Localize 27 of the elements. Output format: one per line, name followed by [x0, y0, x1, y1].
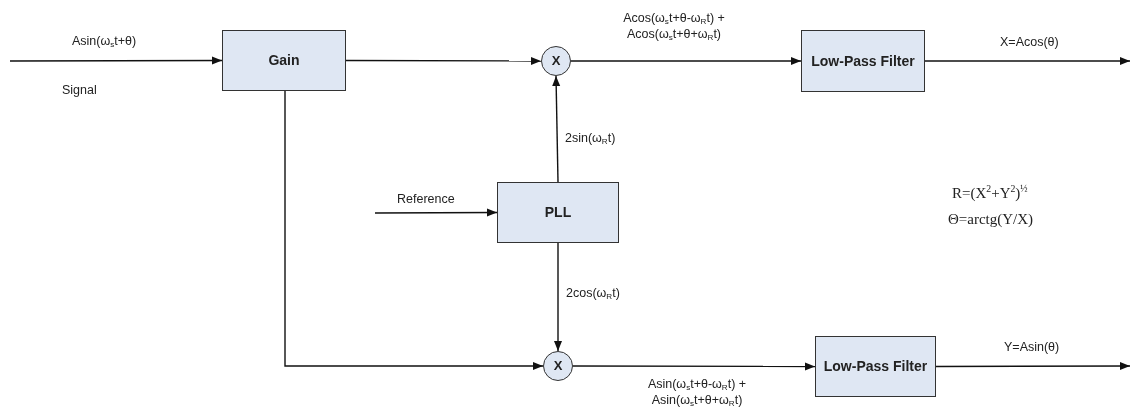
- signal-label: Signal: [62, 82, 97, 99]
- formula-text: R=(X$^{2}$+Y$^{2}$)$^{½}$: [952, 184, 1028, 203]
- arrow: [924, 57, 1131, 65]
- formula-text: Θ=arctg(Y/X): [948, 210, 1034, 229]
- edge-label: 2sin(ω$_{R}$t): [565, 130, 616, 147]
- arrow: [374, 208, 498, 217]
- edge-label: Reference: [397, 191, 455, 208]
- mixer-circle: X: [541, 46, 571, 76]
- edge-label: 2cos(ω$_{R}$t): [566, 285, 620, 302]
- mixer-circle: X: [543, 351, 573, 381]
- arrow: [572, 362, 816, 371]
- edge-label: Acos(ω$_{s}$t+θ-ω$_{R}$t) + Acos(ω$_{s}$t+θ+ω$_{R}$t): [622, 10, 726, 43]
- process-box: Gain: [222, 30, 346, 91]
- edge-label: Y=Asin(θ): [1004, 339, 1060, 356]
- arrow: [284, 90, 544, 370]
- process-box: Low-Pass Filter: [801, 30, 925, 92]
- arrow: [570, 57, 802, 65]
- arrow: [9, 56, 223, 65]
- arrow: [552, 75, 561, 183]
- edge-label: Asin(ω$_{s}$t+θ): [72, 33, 137, 50]
- arrow: [345, 56, 542, 65]
- process-box: PLL: [497, 182, 619, 243]
- arrow: [554, 242, 562, 352]
- arrow: [935, 362, 1131, 371]
- edge-label: X=Acos(θ): [1000, 34, 1059, 51]
- edge-label: Asin(ω$_{s}$t+θ-ω$_{R}$t) + Asin(ω$_{s}$t+θ+ω$_{R}$t): [646, 376, 748, 409]
- process-box: Low-Pass Filter: [815, 336, 936, 397]
